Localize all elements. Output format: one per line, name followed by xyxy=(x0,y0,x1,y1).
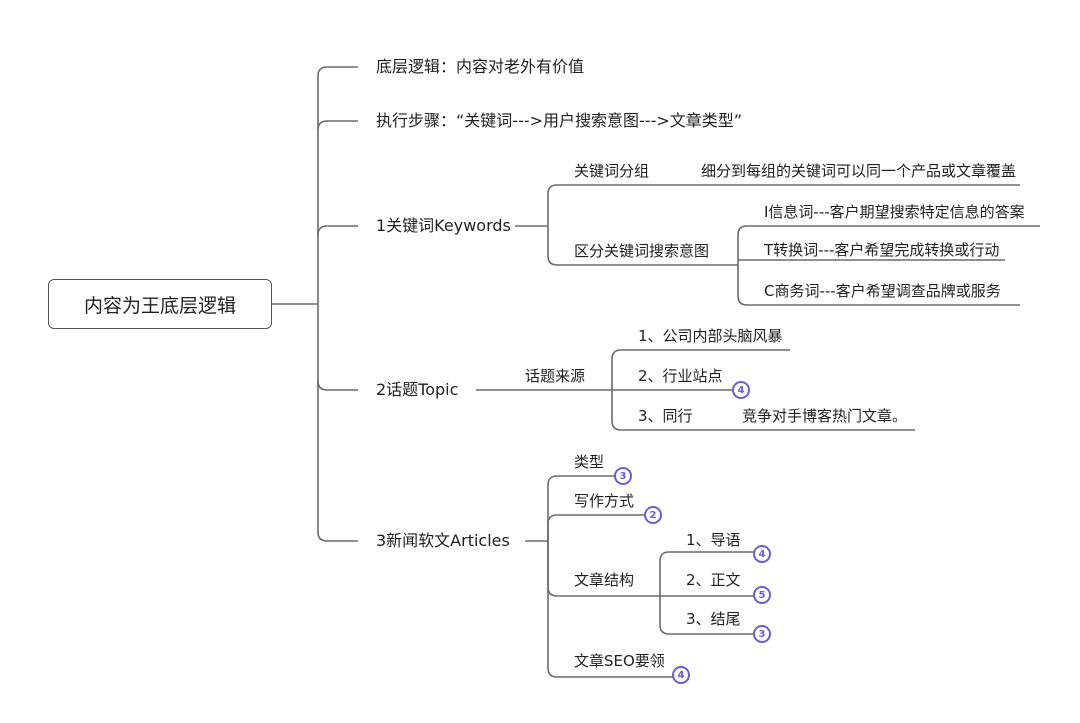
node-intent-commercial[interactable]: C商务词---客户希望调查品牌或服务 xyxy=(764,282,1001,300)
node-keyword-group-detail[interactable]: 细分到每组的关键词可以同一个产品或文章覆盖 xyxy=(701,162,1017,180)
node-article-type[interactable]: 类型 xyxy=(574,453,605,471)
node-execution-steps[interactable]: 执行步骤：“关键词--->用户搜索意图--->文章类型” xyxy=(376,111,743,130)
badge-article-type[interactable]: 3 xyxy=(614,467,632,485)
node-intent-informational[interactable]: I信息词---客户期望搜索特定信息的答案 xyxy=(764,203,1025,221)
node-source-industry-sites[interactable]: 2、行业站点 xyxy=(638,367,723,385)
node-article-structure[interactable]: 文章结构 xyxy=(574,571,635,589)
node-source-peers[interactable]: 3、同行 xyxy=(638,407,693,425)
badge-structure-body[interactable]: 5 xyxy=(753,586,771,604)
node-topic[interactable]: 2话题Topic xyxy=(376,380,459,399)
node-intent-transactional[interactable]: T转换词---客户希望完成转换或行动 xyxy=(764,241,1000,259)
node-article-seo[interactable]: 文章SEO要领 xyxy=(574,652,665,670)
node-source-brainstorm[interactable]: 1、公司内部头脑风暴 xyxy=(638,327,783,345)
badge-article-seo[interactable]: 4 xyxy=(672,666,690,684)
node-keywords[interactable]: 1关键词Keywords xyxy=(376,216,511,235)
badge-industry-sites[interactable]: 4 xyxy=(732,381,750,399)
node-peers-detail[interactable]: 竞争对手博客热门文章。 xyxy=(742,407,908,425)
node-writing-style[interactable]: 写作方式 xyxy=(574,492,635,510)
badge-structure-ending[interactable]: 3 xyxy=(753,625,771,643)
node-articles[interactable]: 3新闻软文Articles xyxy=(376,531,510,550)
node-keyword-group[interactable]: 关键词分组 xyxy=(574,162,650,180)
node-bottom-logic[interactable]: 底层逻辑：内容对老外有价值 xyxy=(376,57,585,76)
node-structure-body[interactable]: 2、正文 xyxy=(686,571,741,589)
badge-writing-style[interactable]: 2 xyxy=(644,506,662,524)
badge-structure-lead[interactable]: 4 xyxy=(753,545,771,563)
root-node[interactable]: 内容为王底层逻辑 xyxy=(48,279,272,329)
node-structure-ending[interactable]: 3、结尾 xyxy=(686,610,741,628)
node-search-intent[interactable]: 区分关键词搜索意图 xyxy=(574,242,710,260)
node-topic-source[interactable]: 话题来源 xyxy=(525,367,586,385)
node-structure-lead[interactable]: 1、导语 xyxy=(686,531,741,549)
